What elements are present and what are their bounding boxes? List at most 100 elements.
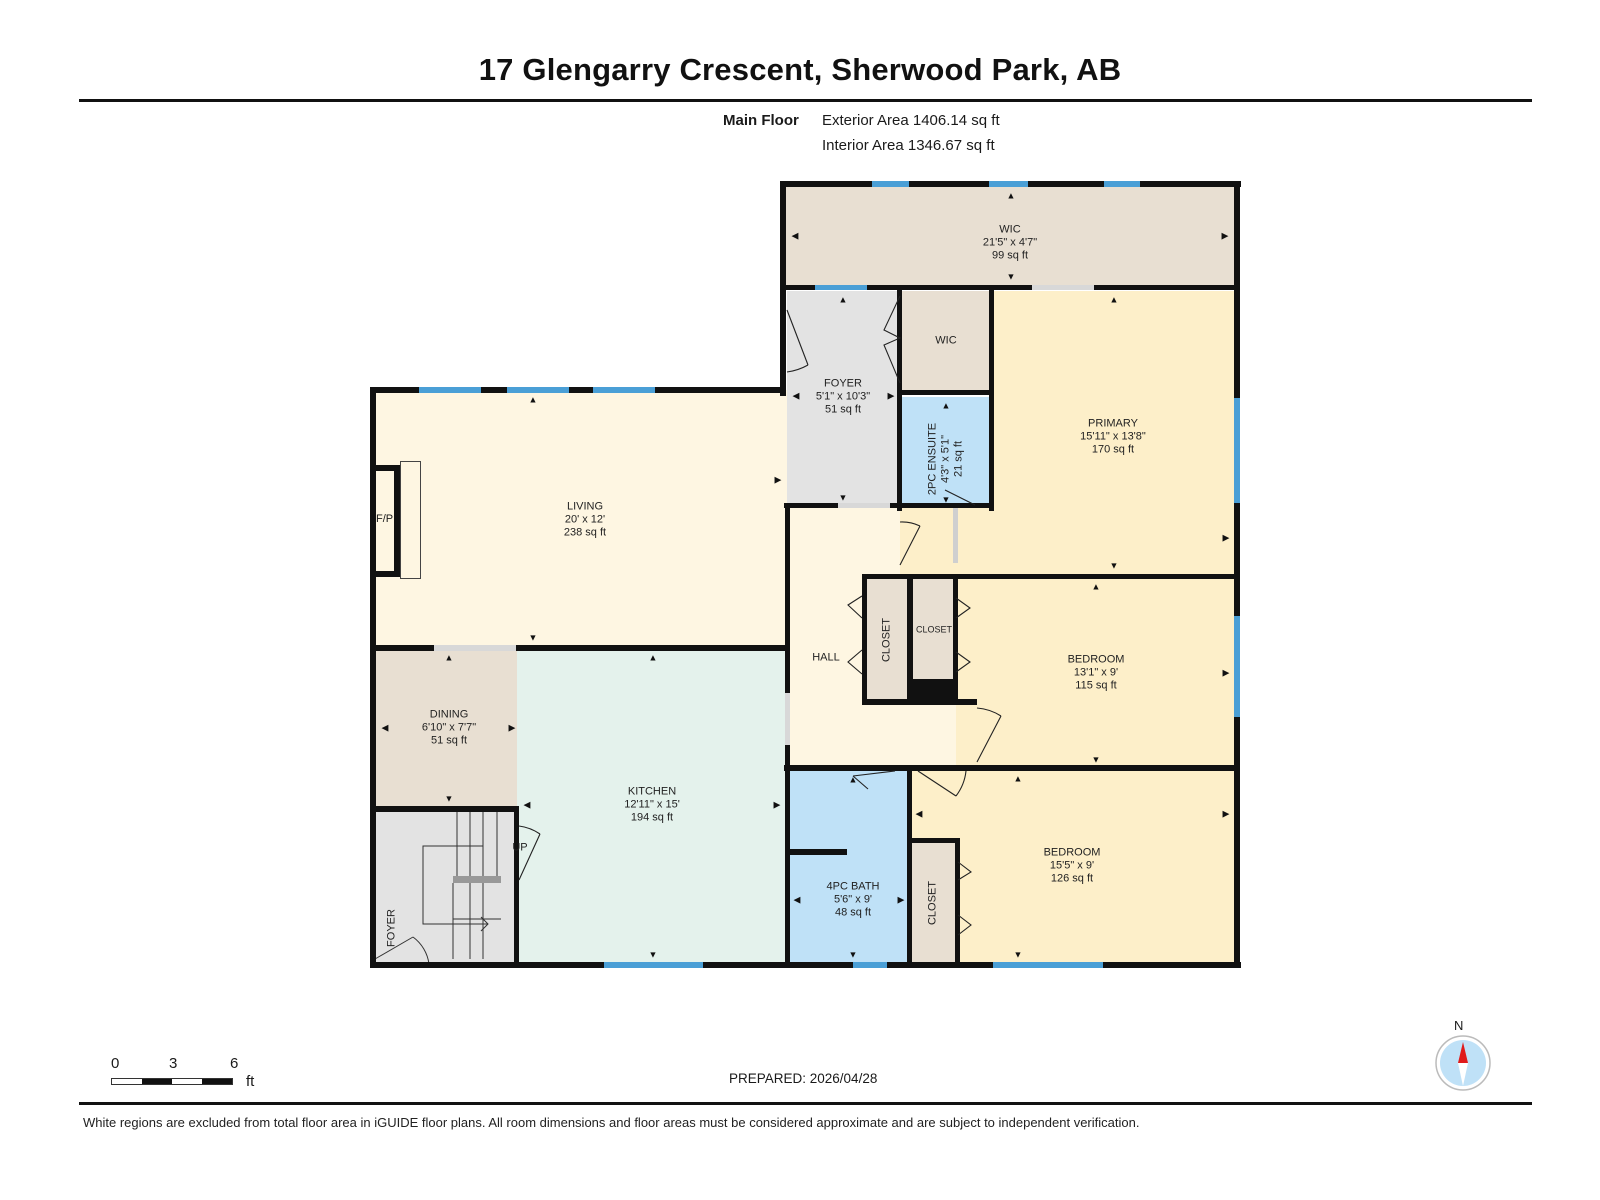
wall bbox=[907, 768, 912, 964]
wall bbox=[784, 285, 1237, 290]
room-closet-bed1 bbox=[913, 579, 956, 679]
dimension-arrow-icon: ▲ bbox=[1109, 294, 1119, 305]
dimension-arrow-icon: ▼ bbox=[848, 949, 858, 960]
window bbox=[593, 387, 655, 393]
room-primary bbox=[992, 291, 1237, 574]
fireplace-wall bbox=[376, 465, 400, 577]
opening bbox=[1032, 285, 1094, 290]
window bbox=[419, 387, 481, 393]
dimension-arrow-icon: ▶ bbox=[897, 894, 905, 905]
dimension-arrow-icon: ▶ bbox=[1222, 532, 1230, 543]
room-label-stair-foyer: FOYER bbox=[385, 909, 398, 947]
wall bbox=[787, 849, 847, 855]
room-foyer bbox=[787, 291, 900, 506]
stair-up-label: UP bbox=[512, 841, 528, 854]
room-primary-entry bbox=[900, 508, 992, 574]
window bbox=[604, 962, 703, 968]
wall bbox=[370, 387, 786, 393]
wall bbox=[514, 806, 519, 964]
dimension-arrow-icon: ▲ bbox=[528, 394, 538, 405]
room-bedroom1 bbox=[956, 577, 1237, 768]
wall bbox=[955, 838, 960, 964]
window bbox=[993, 962, 1103, 968]
dimension-arrow-icon: ▲ bbox=[1006, 190, 1016, 201]
wall bbox=[373, 645, 787, 651]
fireplace-hearth bbox=[400, 461, 421, 579]
interior-area: Interior Area 1346.67 sq ft bbox=[822, 137, 995, 154]
door-swings bbox=[518, 295, 1002, 936]
dimension-arrow-icon: ▲ bbox=[1091, 581, 1101, 592]
room-closet-hall bbox=[867, 579, 907, 701]
room-label-closet-bed2: CLOSET bbox=[926, 880, 939, 926]
wall bbox=[862, 699, 977, 705]
scale-tick-3: 3 bbox=[169, 1055, 178, 1072]
exterior-area: Exterior Area 1406.14 sq ft bbox=[822, 112, 1000, 129]
wall bbox=[900, 390, 992, 395]
opening bbox=[838, 503, 890, 508]
wall bbox=[862, 574, 867, 704]
dimension-arrow-icon: ◀ bbox=[793, 894, 801, 905]
opening bbox=[434, 645, 516, 651]
room-stair-foyer bbox=[373, 809, 517, 964]
room-dining bbox=[373, 648, 517, 809]
window bbox=[1234, 398, 1240, 503]
opening bbox=[785, 693, 790, 745]
dimension-arrow-icon: ▼ bbox=[1013, 949, 1023, 960]
wall bbox=[780, 181, 786, 396]
fireplace-label: F/P bbox=[376, 513, 394, 525]
dimension-arrow-icon: ▶ bbox=[1222, 667, 1230, 678]
room-wic-large bbox=[784, 184, 1237, 287]
room-label-wic-small: WIC bbox=[935, 334, 957, 347]
footer-disclaimer: White regions are excluded from total fl… bbox=[83, 1115, 1140, 1130]
room-bath bbox=[787, 768, 910, 964]
dimension-arrow-icon: ◀ bbox=[791, 230, 799, 241]
wall bbox=[953, 574, 958, 699]
header-divider bbox=[79, 99, 1532, 102]
dimension-arrow-icon: ◀ bbox=[381, 722, 389, 733]
wall bbox=[907, 679, 958, 701]
dimension-arrow-icon: ▲ bbox=[941, 400, 951, 411]
wall bbox=[1234, 181, 1240, 968]
wall bbox=[989, 289, 994, 511]
footer-divider bbox=[79, 1102, 1532, 1105]
dimension-arrow-icon: ▲ bbox=[838, 294, 848, 305]
stairs-icon bbox=[374, 809, 501, 964]
dimension-arrow-icon: ◀ bbox=[523, 799, 531, 810]
compass: N bbox=[1434, 1018, 1494, 1092]
wall bbox=[370, 962, 1241, 968]
wall bbox=[910, 838, 958, 843]
room-wic-small bbox=[900, 291, 992, 392]
floor-name: Main Floor bbox=[723, 112, 799, 129]
prepared-date: PREPARED: 2026/04/28 bbox=[729, 1071, 878, 1086]
wall bbox=[373, 806, 519, 812]
scale-tick-0: 0 bbox=[111, 1055, 120, 1072]
dimension-arrow-icon: ▲ bbox=[444, 652, 454, 663]
room-kitchen bbox=[517, 648, 787, 964]
dimension-arrow-icon: ▼ bbox=[1109, 560, 1119, 571]
dimension-arrow-icon: ▶ bbox=[1221, 230, 1229, 241]
page-title: 17 Glengarry Crescent, Sherwood Park, AB bbox=[478, 52, 1122, 87]
wall bbox=[862, 574, 1237, 579]
room-closet-bed2 bbox=[910, 840, 958, 964]
dimension-arrow-icon: ▼ bbox=[941, 494, 951, 505]
window bbox=[1104, 181, 1140, 187]
opening bbox=[953, 508, 958, 563]
room-living bbox=[373, 390, 787, 648]
room-bedroom2 bbox=[910, 768, 1237, 964]
dimension-arrow-icon: ▲ bbox=[648, 652, 658, 663]
dimension-arrow-icon: ▶ bbox=[887, 390, 895, 401]
wall bbox=[897, 289, 902, 511]
wall bbox=[370, 387, 376, 968]
dimension-arrow-icon: ◀ bbox=[792, 390, 800, 401]
compass-icon bbox=[1435, 1035, 1491, 1091]
scale-bar-graphic bbox=[111, 1078, 233, 1085]
scale-tick-6: 6 bbox=[230, 1055, 239, 1072]
